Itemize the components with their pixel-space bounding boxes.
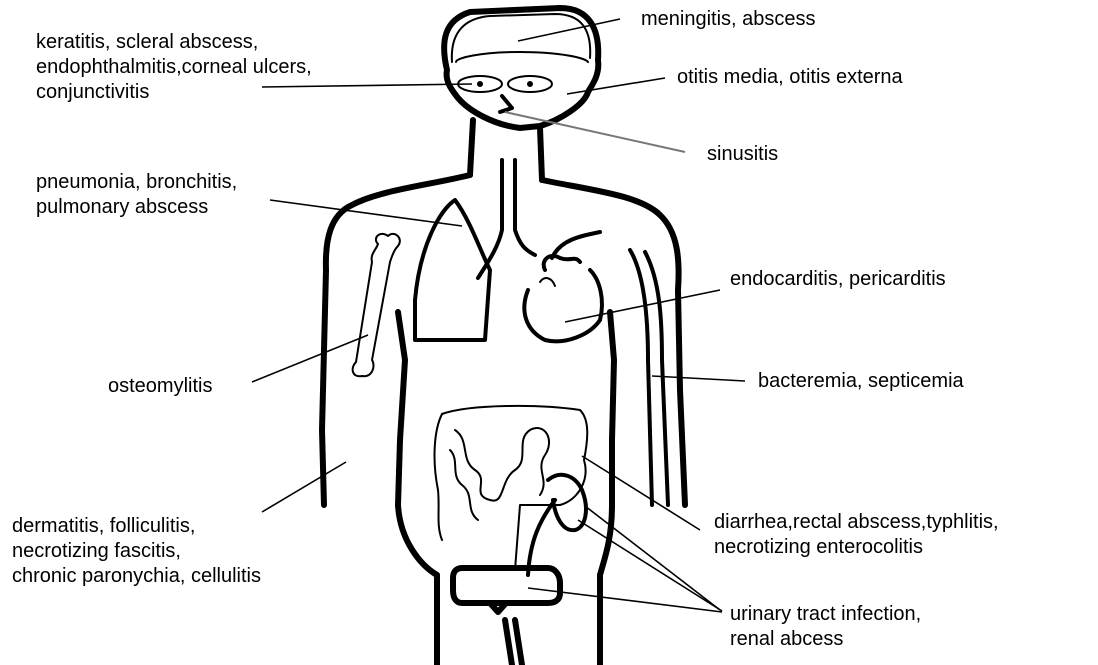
- lungs-trachea: [415, 160, 535, 340]
- bone: [353, 234, 400, 376]
- label-meningitis: meningitis, abscess: [641, 7, 816, 32]
- label-gut-infections: diarrhea,rectal abscess,typhlitis, necro…: [714, 510, 999, 560]
- label-eye-infections: keratitis, scleral abscess, endophthalmi…: [36, 30, 312, 105]
- label-osteomylitis: osteomylitis: [108, 374, 212, 399]
- heart: [524, 232, 602, 341]
- label-urinary-infections: urinary tract infection, renal abcess: [730, 602, 921, 652]
- intestines: [435, 406, 588, 570]
- label-lung-infections: pneumonia, bronchitis, pulmonary abscess: [36, 170, 237, 220]
- label-heart-infections: endocarditis, pericarditis: [730, 267, 946, 292]
- label-blood-infections: bacteremia, septicemia: [758, 369, 964, 394]
- label-skin-infections: dermatitis, folliculitis, necrotizing fa…: [12, 514, 261, 589]
- kidney-bladder: [453, 475, 586, 612]
- label-sinusitis: sinusitis: [707, 142, 778, 167]
- label-ear-infections: otitis media, otitis externa: [677, 65, 903, 90]
